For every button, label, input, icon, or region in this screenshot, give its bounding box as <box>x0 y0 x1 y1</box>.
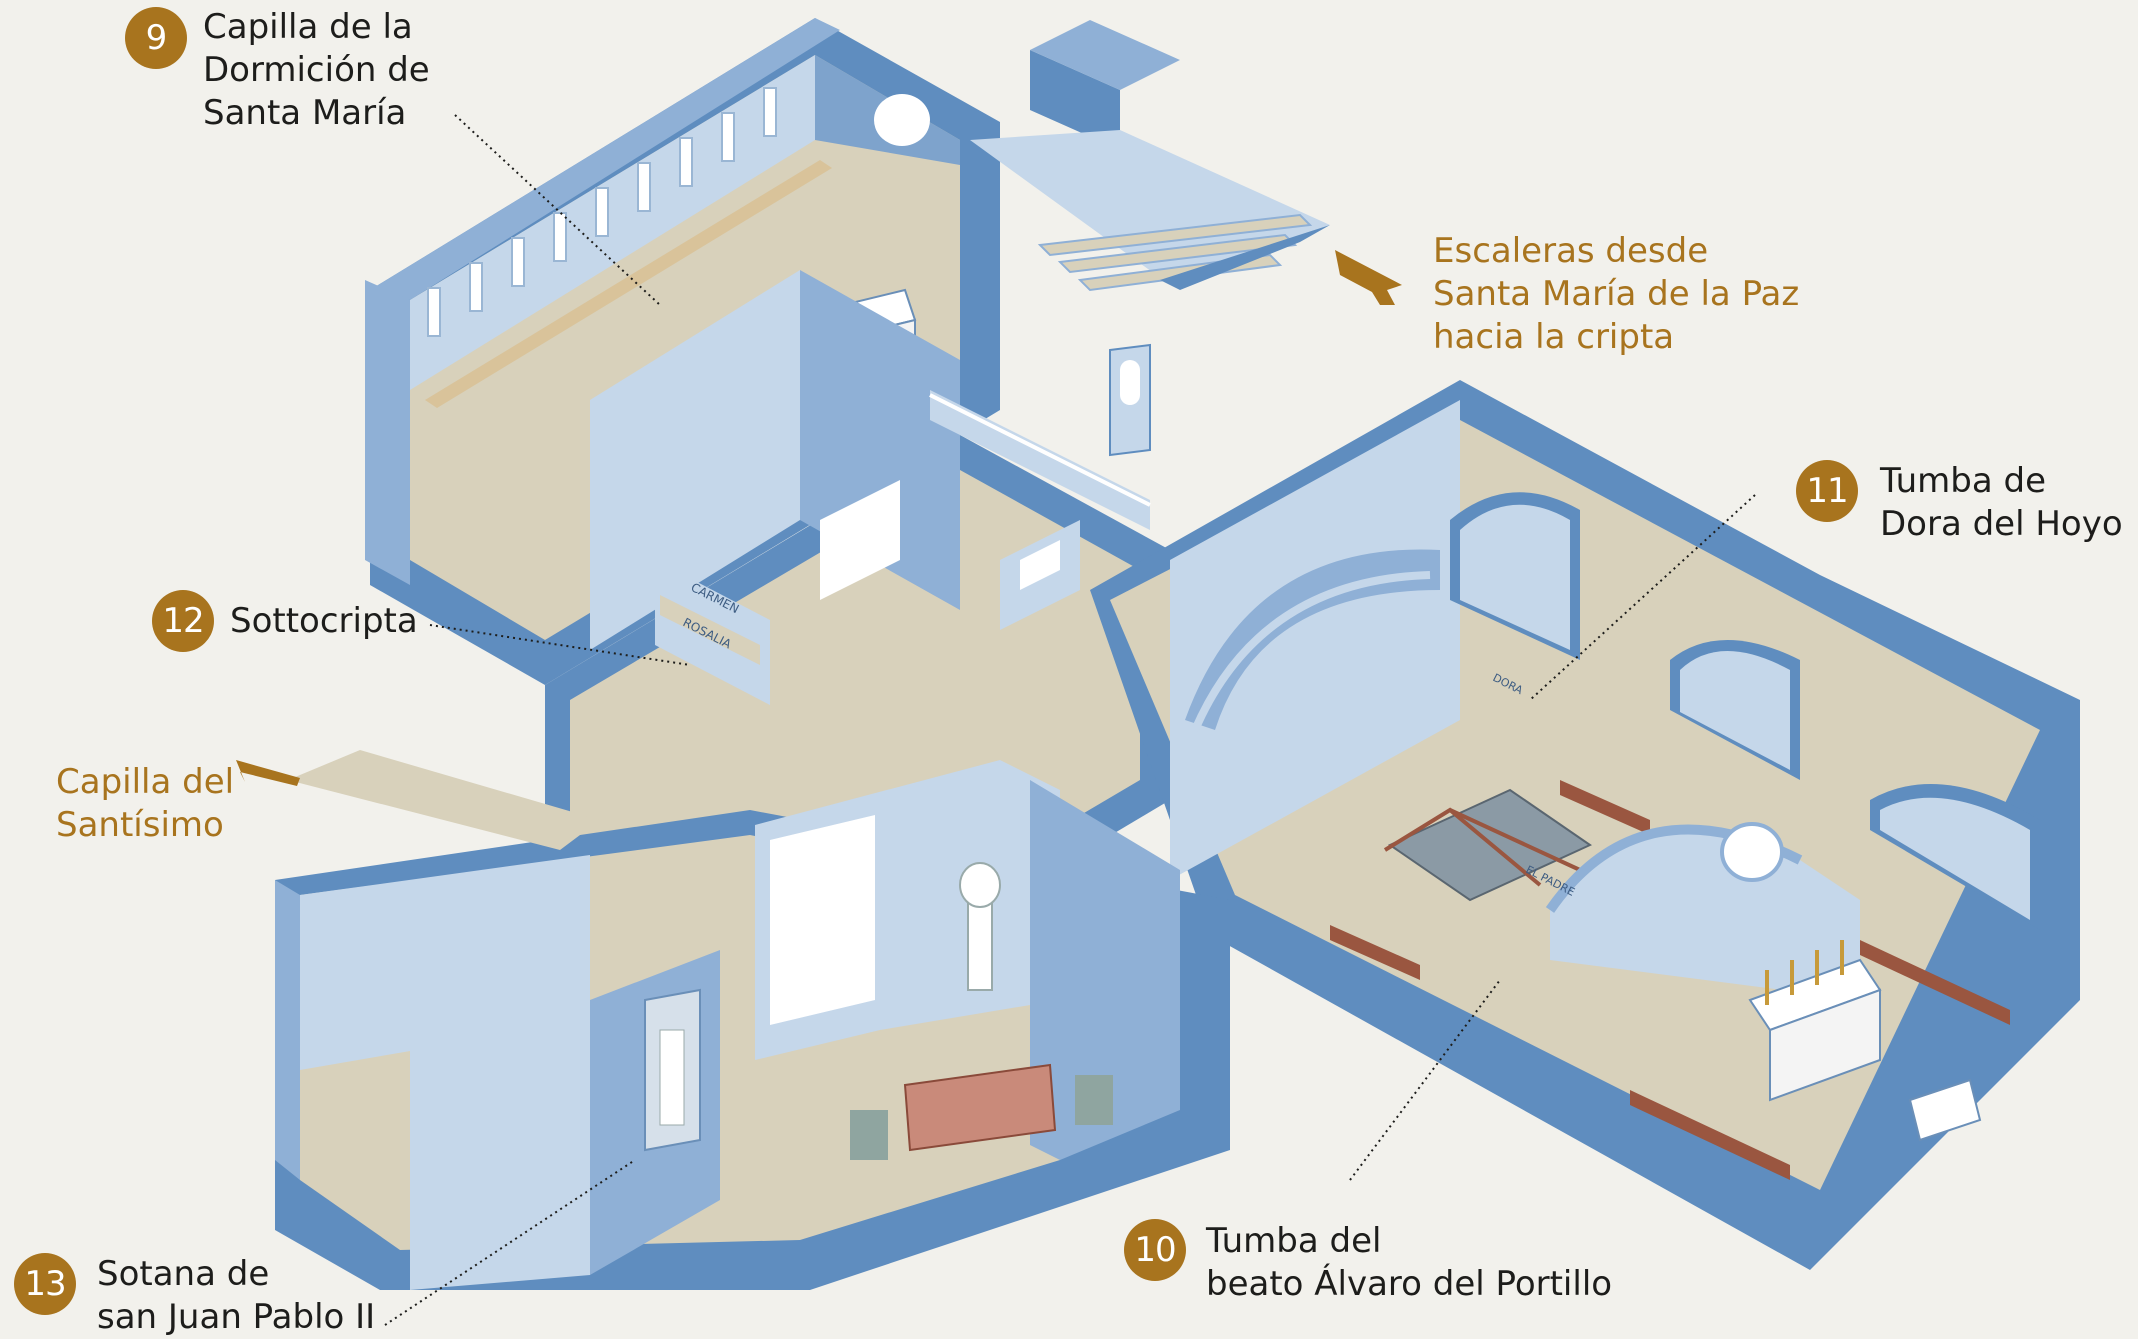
stairs <box>970 20 1330 292</box>
leader-13 <box>384 1159 636 1326</box>
badge-13: 13 <box>14 1253 76 1315</box>
label-escaleras: Escaleras desde Santa María de la Paz ha… <box>1433 231 1800 357</box>
badge-10: 10 <box>1124 1219 1186 1281</box>
label-tumba-dora: Tumba de Dora del Hoyo <box>1880 461 2123 544</box>
leader-9 <box>454 114 661 306</box>
arrow-stairs-icon <box>1335 250 1402 305</box>
label-capilla-dormicion: Capilla de la Dormición de Santa María <box>203 7 430 133</box>
label-capilla-santisimo: Capilla del Santísimo <box>56 762 235 845</box>
right-wing <box>1090 380 2080 1270</box>
label-sottocripta: Sottocripta <box>230 601 418 641</box>
label-sotana: Sotana de san Juan Pablo II <box>97 1254 376 1337</box>
label-tumba-alvaro: Tumba del beato Álvaro del Portillo <box>1206 1221 1613 1304</box>
leader-12 <box>429 624 691 666</box>
leader-11 <box>1529 494 1756 701</box>
arrow-santisimo-icon <box>236 760 300 786</box>
badge-11: 11 <box>1796 460 1858 522</box>
badge-9: 9 <box>125 7 187 69</box>
lower-left-rooms <box>275 750 1230 1290</box>
badge-12: 12 <box>152 590 214 652</box>
